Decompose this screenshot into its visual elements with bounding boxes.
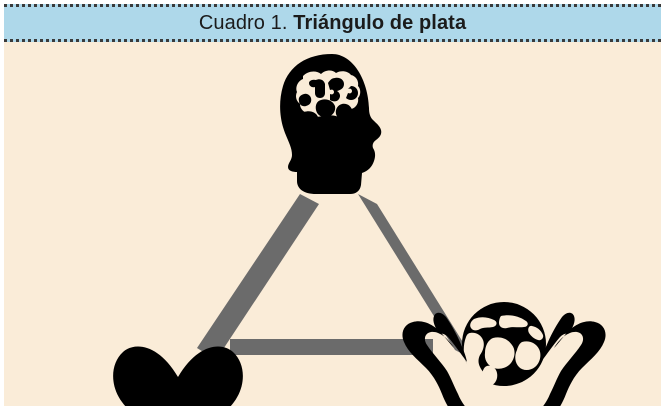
figure-header-band: Cuadro 1. Triángulo de plata xyxy=(4,4,661,42)
globe-in-hands-icon xyxy=(402,302,606,406)
heart-icon xyxy=(113,346,243,406)
figure-caption: Cuadro 1. Triángulo de plata xyxy=(199,13,466,33)
header-dotted-rule-top xyxy=(4,4,661,7)
header-dotted-rule-bottom xyxy=(4,39,661,42)
connector-mind-to-heart xyxy=(197,194,319,360)
figure-caption-prefix: Cuadro 1. xyxy=(198,12,288,34)
figure-caption-title: Triángulo de plata xyxy=(293,12,467,34)
head-brain-icon xyxy=(280,54,382,194)
brain-detail xyxy=(296,70,361,146)
diagram-canvas xyxy=(4,42,661,406)
connector-heart-to-world xyxy=(230,339,433,355)
globe-continents xyxy=(463,315,544,386)
triangle-diagram xyxy=(113,54,606,406)
